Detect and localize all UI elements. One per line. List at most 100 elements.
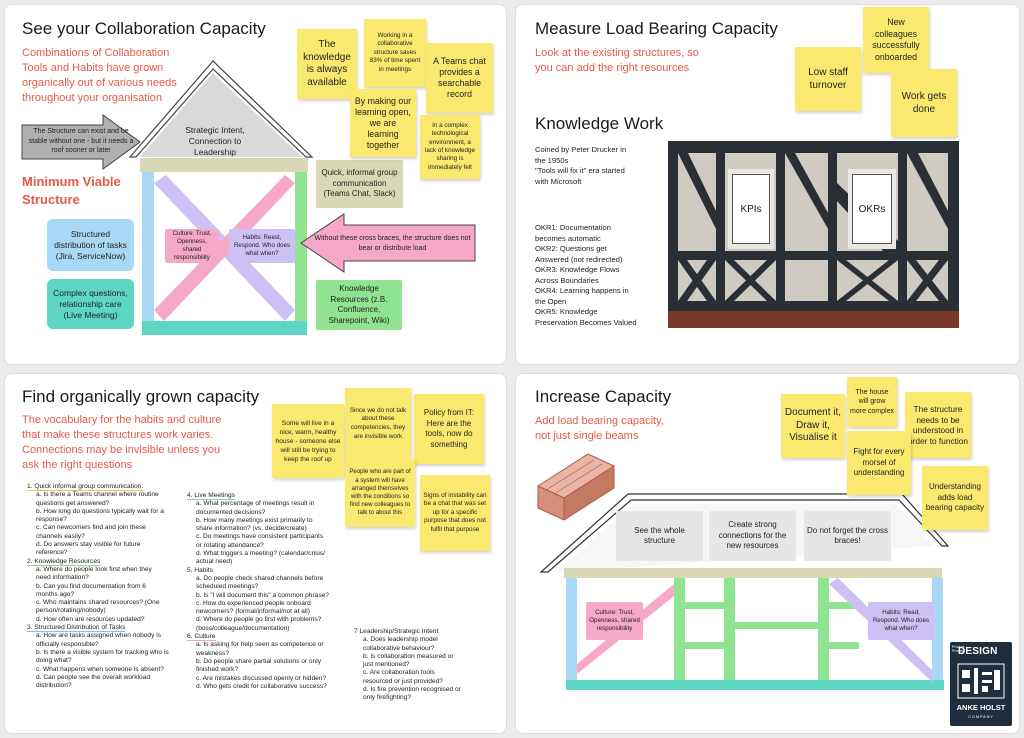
question-item: person/rotating/nobody) bbox=[36, 607, 106, 615]
sticky-learning-open: By making our learning open, we are lear… bbox=[350, 89, 416, 157]
panel-increase-capacity: Increase Capacity Add load bearing capac… bbox=[515, 373, 1020, 734]
question-item: reference? bbox=[36, 549, 68, 557]
question-item: months ago? bbox=[36, 590, 75, 598]
roof-triangle bbox=[140, 73, 302, 157]
sticky-grow-complex: The house will grow more complex bbox=[847, 377, 897, 427]
question-section-heading: 5. Habits bbox=[187, 566, 214, 575]
question-item: c. Can newcomers find and join these bbox=[36, 524, 146, 532]
panel-collaboration-capacity: See your Collaboration Capacity Combinat… bbox=[4, 4, 507, 365]
roof-outline bbox=[128, 60, 314, 158]
box-cross-braces: Do not forget the cross braces! bbox=[804, 511, 891, 561]
box-see-whole: See the whole structure bbox=[616, 511, 703, 561]
sticky-understanding-adds: Understanding adds load bearing capacity bbox=[922, 466, 988, 530]
question-item: documented decisions? bbox=[196, 508, 266, 516]
questions-column-1: 1. Quick informal group communication:a.… bbox=[27, 483, 187, 690]
sticky-fight-morsel: Fight for every morsel of understanding bbox=[847, 431, 911, 495]
question-item: d. Who gets credit for collaborative suc… bbox=[196, 682, 327, 690]
question-item: weakness? bbox=[196, 649, 229, 657]
question-item: doing what? bbox=[36, 657, 72, 665]
question-item: just mentioned? bbox=[363, 661, 410, 669]
arrow-right bbox=[300, 213, 476, 273]
okrs-window: OKRs bbox=[852, 174, 892, 244]
habits-label: Habits: Reest, Respond. Who does what wh… bbox=[229, 229, 295, 263]
question-section-heading: 4. Live Meetings bbox=[187, 492, 236, 500]
sticky-work-done: Work gets done bbox=[891, 69, 957, 137]
sticky-signs-instability: Signs of instability can be a chat that … bbox=[420, 475, 490, 551]
okr-list: OKR1: Documentation becomes automatic OK… bbox=[535, 223, 637, 327]
box-strong-connections: Create strong connections for the new re… bbox=[709, 511, 796, 561]
question-item: a. Is asking for help seen as competence… bbox=[196, 641, 324, 649]
sticky-complex-environment: In a complex technological environment, … bbox=[420, 115, 480, 179]
sticky-structure-understood: The structure needs to be understood in … bbox=[905, 392, 971, 458]
question-item: resourced or just provided? bbox=[363, 677, 443, 685]
question-item: c. Are collaboration tools bbox=[363, 669, 435, 677]
panel-subtitle: Add load bearing capacity, not just sing… bbox=[535, 415, 664, 442]
panel-title: See your Collaboration Capacity bbox=[22, 19, 266, 38]
panel-title: Increase Capacity bbox=[535, 387, 672, 406]
sticky-saves-time: Working in a collaborative structure sav… bbox=[364, 19, 426, 87]
question-item: share information? (vs. decide/create) bbox=[196, 525, 307, 533]
timber-frame-photo: KPIs OKRs bbox=[668, 141, 959, 328]
question-section-heading: 7 Leadership/Strategic Intent bbox=[354, 628, 439, 636]
roof-text: Strategic Intent, Connection to Leadersh… bbox=[185, 125, 245, 157]
question-item: a. Do people check shared channels befor… bbox=[196, 574, 324, 582]
question-item: c. Are mistakes discussed openly or hidd… bbox=[196, 674, 327, 682]
sticky-low-turnover: Low staff turnover bbox=[795, 47, 861, 111]
question-item: channels easily? bbox=[36, 532, 85, 540]
culture-label: Culture: Trust, Openness, shared respons… bbox=[165, 229, 219, 263]
sticky-knowledge-always: The knowledge is always available bbox=[297, 29, 357, 99]
arrow-left-text: The Structure can exist and be stable wi… bbox=[28, 128, 134, 154]
question-item: d. Where do people go first with problem… bbox=[196, 616, 322, 624]
question-item: b. How long do questions typically wait … bbox=[36, 507, 164, 515]
sticky-invisible-work: Since we do not talk about these compete… bbox=[345, 388, 411, 460]
question-item: newcomers? (formal/informal/not at all) bbox=[196, 608, 310, 616]
question-item: c. What happens when someone is absent? bbox=[36, 665, 164, 673]
minimum-viable-structure: Minimum Viable Structure bbox=[22, 174, 121, 207]
box-structured-tasks: Structured distribution of tasks (Jira, … bbox=[47, 219, 134, 271]
panel-organic-capacity: Find organically grown capacity The voca… bbox=[4, 373, 507, 734]
habits-label: Habits: Read, Respond. Who does what whe… bbox=[868, 602, 934, 640]
coined-text: Coined by Peter Drucker in the 1950s "To… bbox=[535, 145, 627, 186]
right-post bbox=[295, 172, 307, 335]
sticky-policy-it: Policy from IT: Here are the tools, now … bbox=[414, 394, 484, 464]
question-item: b. Is there a visible system for trackin… bbox=[36, 648, 169, 656]
box-knowledge-resources: Knowledge Resources (z.B. Confluence, Sh… bbox=[316, 280, 402, 330]
question-item: actual need) bbox=[196, 558, 233, 566]
question-item: d. Do answers stay visible for future bbox=[36, 541, 141, 549]
timber-frame-drawing bbox=[668, 141, 959, 328]
arrow-left bbox=[21, 114, 141, 170]
question-item: d. Is fire prevention recognised or bbox=[363, 686, 461, 694]
sticky-people-system: People who are part of a system will hav… bbox=[345, 459, 415, 527]
question-item: only firefighting? bbox=[363, 694, 412, 702]
knowledge-work-title: Knowledge Work bbox=[535, 114, 664, 133]
design-company-logo: Product Process DESIGN ANKE HOLST COMPAN… bbox=[950, 642, 1012, 726]
question-item: d. How often are resources updated? bbox=[36, 615, 145, 623]
box-quick-chat: Quick, informal group communication (Tea… bbox=[316, 160, 403, 208]
question-item: b. How many meetings exist primarily to bbox=[196, 516, 313, 524]
question-item: a. What percentage of meetings result in bbox=[196, 500, 315, 508]
sticky-document-it: Document it, Draw it, Visualise it bbox=[781, 394, 845, 458]
question-item: b. Is "I will document this" a common ph… bbox=[196, 591, 329, 599]
question-item: collaborative behaviour? bbox=[363, 644, 435, 652]
question-item: distribution? bbox=[36, 682, 72, 690]
arrow-right-text: Without these cross braces, the structur… bbox=[314, 235, 471, 252]
question-item: need information? bbox=[36, 574, 89, 582]
panel-subtitle: Look at the existing structures, so you … bbox=[535, 47, 699, 74]
panel-title: Measure Load Bearing Capacity bbox=[535, 19, 778, 38]
question-section-heading: 6. Culture bbox=[187, 633, 216, 642]
question-item: finished work? bbox=[196, 666, 239, 674]
question-item: scheduled meetings? bbox=[196, 583, 259, 591]
panel-subtitle: Combinations of Collaboration Tools and … bbox=[22, 47, 177, 104]
question-item: c. Who maintains shared resources? (One bbox=[36, 599, 160, 607]
floor-beam bbox=[142, 321, 307, 335]
question-item: c. Do meetings have consistent participa… bbox=[196, 533, 324, 541]
panel-load-bearing: Measure Load Bearing Capacity Look at th… bbox=[515, 4, 1020, 365]
question-item: or rotating attendance? bbox=[196, 541, 264, 549]
brace-right bbox=[154, 175, 295, 321]
left-post bbox=[142, 172, 154, 335]
logo-graphic bbox=[957, 663, 1005, 699]
question-item: a. Is there a Teams channel where routin… bbox=[36, 491, 159, 499]
house-frame-diagram bbox=[21, 60, 476, 335]
question-item: b. Can you find documentation from 6 bbox=[36, 582, 146, 590]
